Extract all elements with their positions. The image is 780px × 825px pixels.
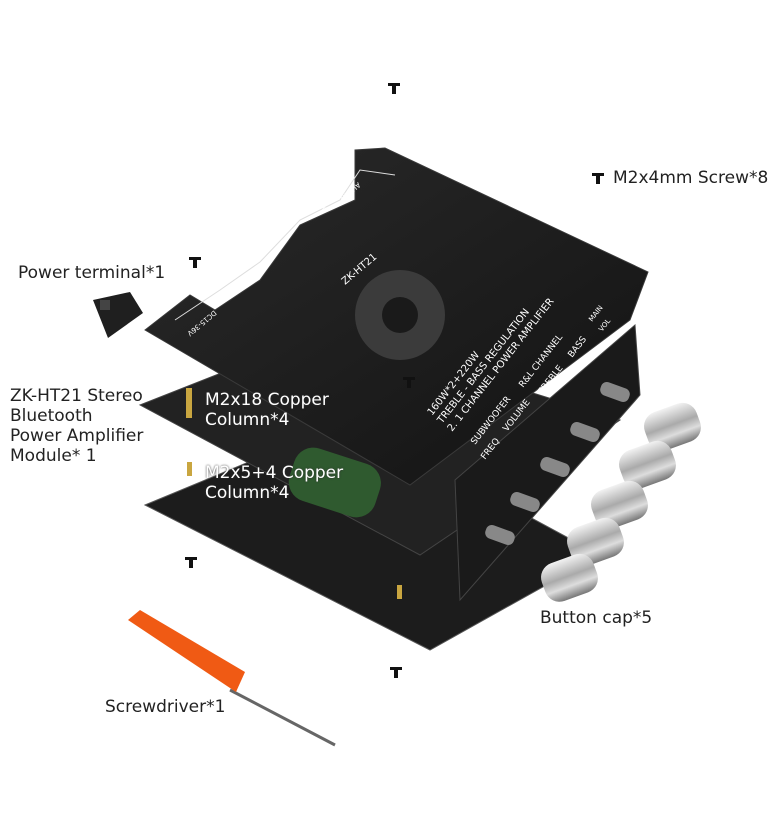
module-label-line: Power Amplifier: [10, 426, 144, 446]
copper18-label: M2x18 Copper Column*4: [205, 390, 329, 430]
module-label-line: Module* 1: [10, 446, 97, 466]
module-label-line: Bluetooth: [10, 406, 93, 426]
potentiometers: [485, 381, 630, 546]
screw-label: M2x4mm Screw*8: [613, 168, 769, 188]
button-caps: [541, 402, 701, 602]
label-bt: BT: [317, 198, 330, 210]
power-terminal: [93, 292, 143, 338]
screwdriver: [128, 610, 336, 747]
screwdriver-label: Screwdriver*1: [105, 697, 226, 717]
module-label: ZK-HT21 Stereo Bluetooth Power Amplifier…: [10, 386, 143, 466]
copper-column-54: [397, 585, 402, 599]
copper18-label-line: Column*4: [205, 410, 290, 430]
panel-outline: [174, 169, 396, 321]
copper-column-54: [187, 462, 192, 476]
module-label-line: ZK-HT21 Stereo: [10, 386, 143, 406]
button-cap-label: Button cap*5: [540, 608, 653, 628]
copper18-label-line: M2x18 Copper: [205, 390, 329, 410]
copper54-label-line: Column*4: [205, 483, 290, 503]
fan-hub: [382, 297, 418, 333]
screw-icons: [185, 83, 604, 678]
copper54-label: M2x5+4 Copper Column*4: [205, 463, 343, 503]
capacitor: [288, 447, 381, 518]
copper-column-18: [186, 388, 192, 418]
power-terminal-label: Power terminal*1: [18, 263, 166, 283]
copper54-label-line: M2x5+4 Copper: [205, 463, 344, 483]
